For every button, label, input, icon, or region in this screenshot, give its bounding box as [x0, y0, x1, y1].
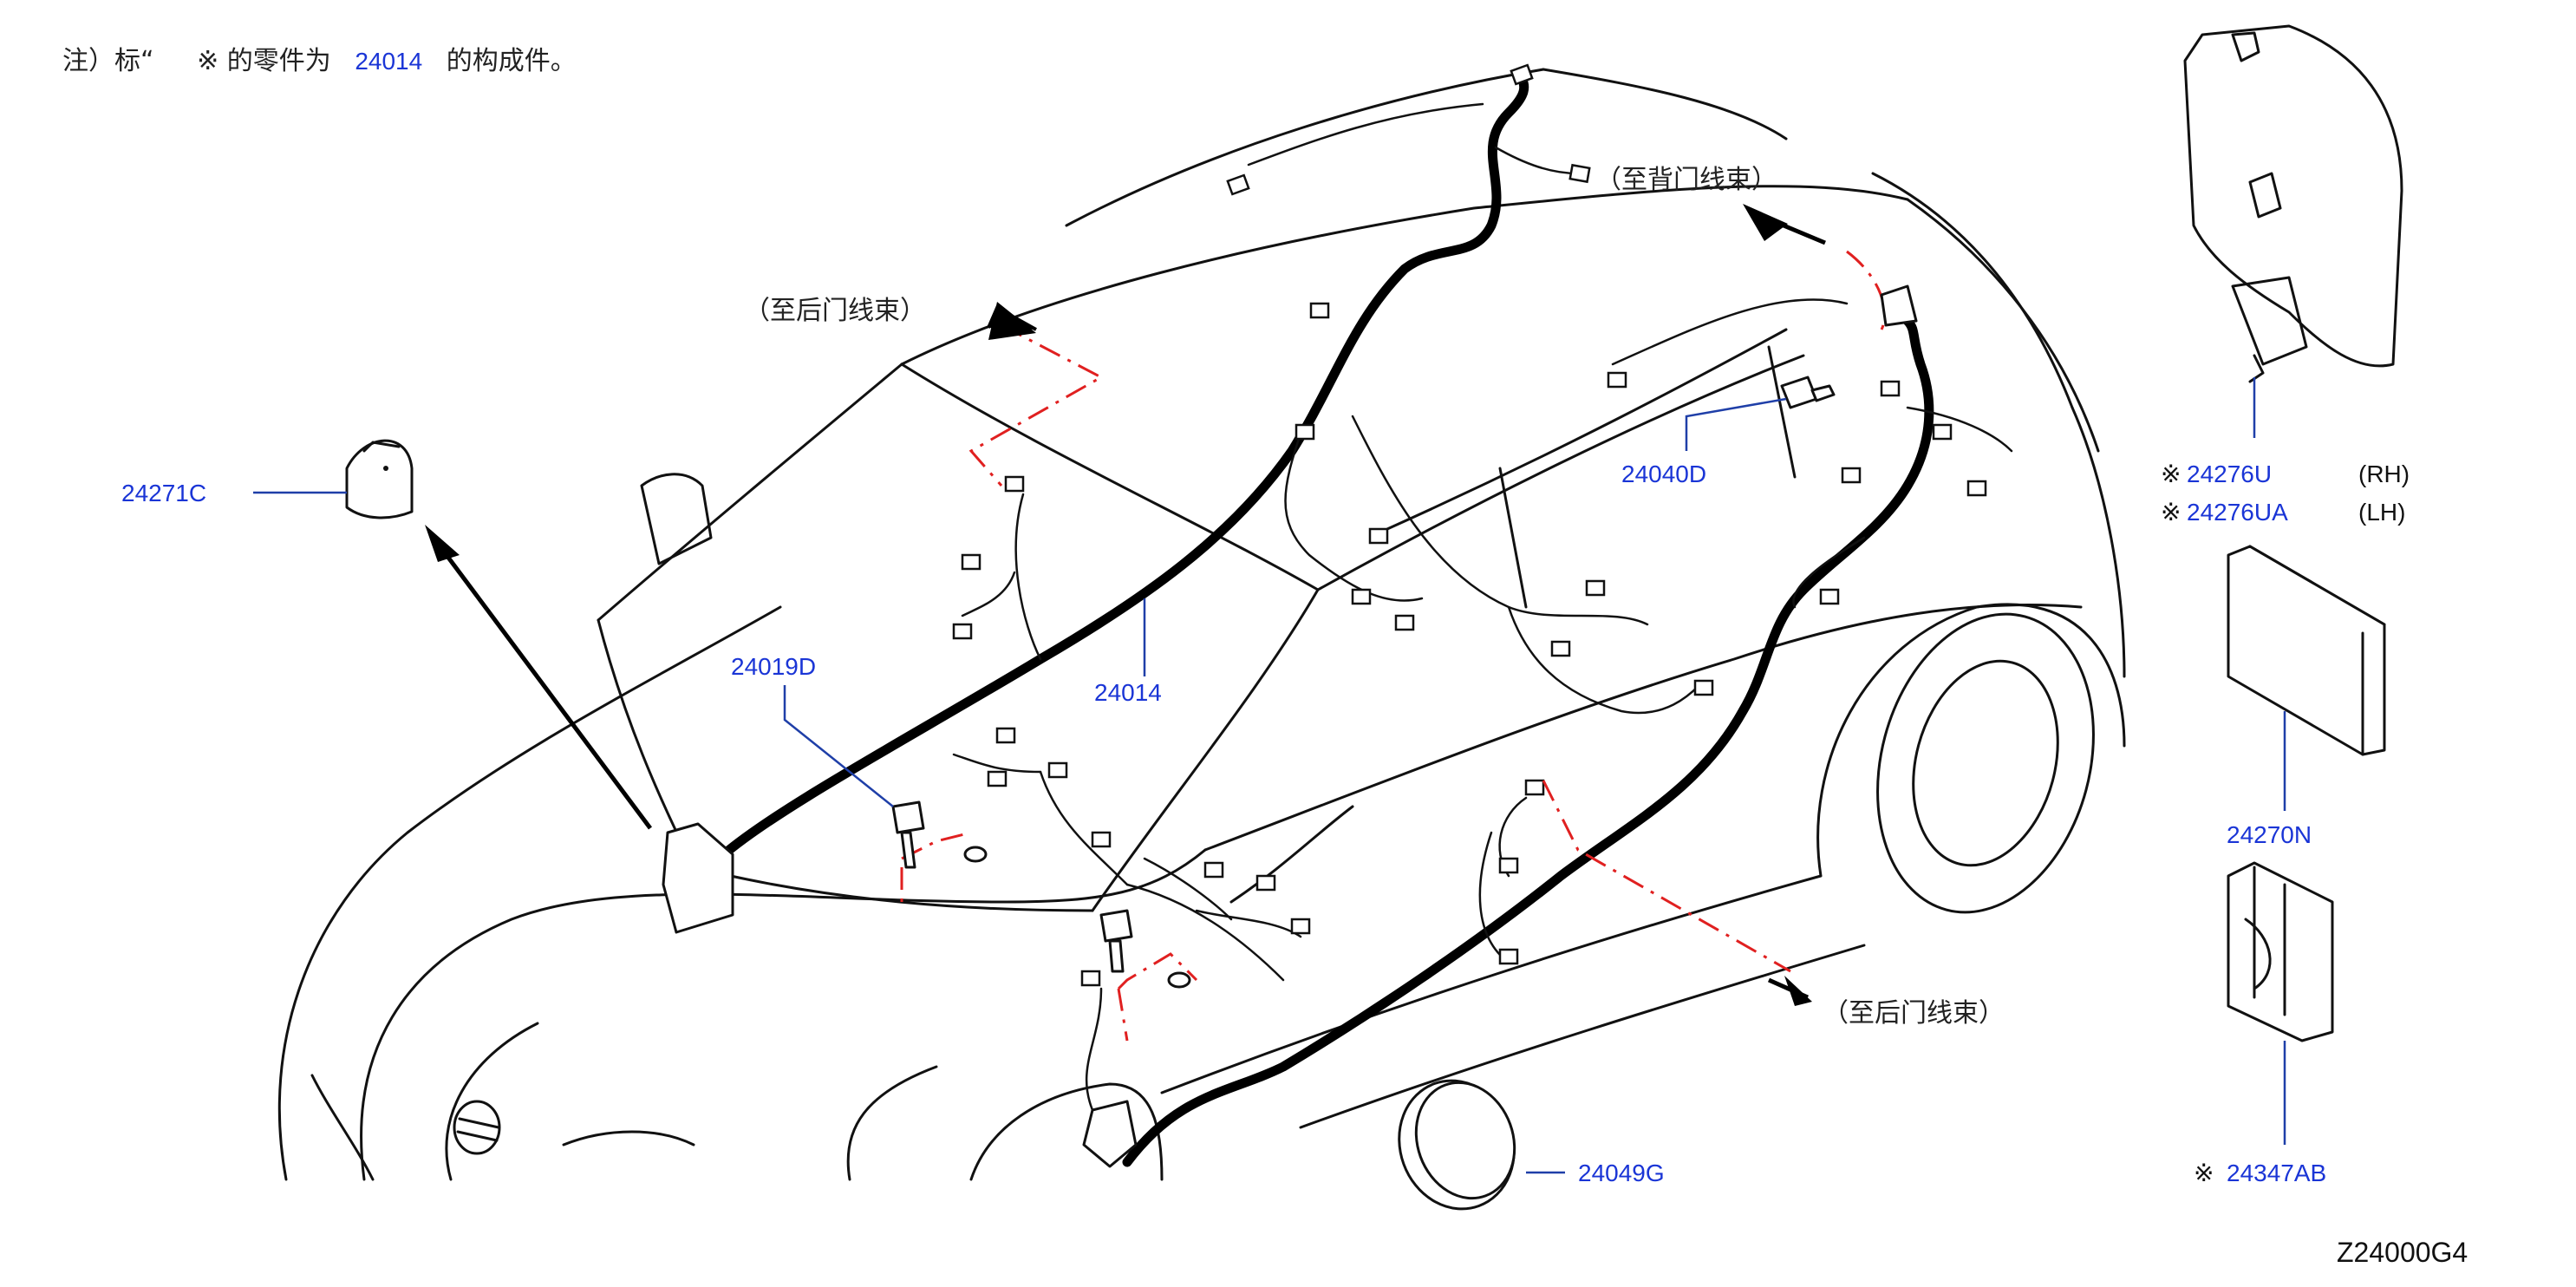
label-24014[interactable]: 24014 — [1094, 679, 1162, 706]
label-24276ua[interactable]: 24276UA — [2187, 499, 2288, 526]
arrow-back-door — [1772, 219, 1826, 245]
label-24271c[interactable]: 24271C — [121, 480, 206, 506]
direction-arrows — [425, 204, 1826, 1006]
arrow-24271c-pointer — [431, 536, 653, 830]
note-mark: ※ — [197, 46, 218, 76]
label-24019d[interactable]: 24019D — [731, 653, 816, 680]
dest-rear-door-lower: （至后门线束） — [1823, 998, 2005, 1029]
footnote: 注）标“ ※ 的零件为 24014 的构成件。 — [62, 46, 577, 76]
mark-24276u: ※ — [2161, 461, 2181, 487]
part-24271c-drawing — [345, 439, 414, 519]
label-24347ab[interactable]: 24347AB — [2227, 1160, 2326, 1186]
bolt-lower-shank — [1108, 939, 1125, 973]
arrow-head-24271c-icon — [425, 525, 460, 562]
label-24049g[interactable]: 24049G — [1578, 1160, 1665, 1186]
svg-text:注）标“ ※ 的零件为: 注）标“ ※ 的零件为 24014 的构成件。 — [62, 46, 577, 76]
small-parts — [662, 284, 1918, 1168]
diagram-code: Z24000G4 — [2337, 1237, 2468, 1268]
part-24347ab-drawing — [2227, 861, 2334, 1145]
side-rh: (RH) — [2358, 461, 2410, 487]
label-24270n[interactable]: 24270N — [2227, 821, 2312, 848]
bolt-24019d-washer — [963, 846, 988, 863]
label-24276u[interactable]: 24276U — [2187, 461, 2272, 487]
leader-lines — [253, 397, 1787, 1174]
part-24276u-drawing — [2183, 24, 2403, 438]
bolt-24019d-head — [891, 800, 925, 834]
part-labels: 24271C 24019D 24014 24040D 24049G ※ 2427… — [121, 461, 2410, 1186]
main-harness-24014[interactable] — [719, 73, 1934, 1167]
car-body-outline — [277, 68, 2126, 1181]
dest-back-door: （至背门线束） — [1595, 165, 1777, 195]
note-suffix: 的构成件。 — [447, 46, 577, 76]
mirror-module — [662, 822, 734, 934]
arrow-lower-rear-door — [1767, 977, 1810, 1000]
label-24040d[interactable]: 24040D — [1621, 461, 1706, 487]
bolt-lower-washer — [1167, 971, 1191, 989]
arrow-head-back-door-icon — [1743, 204, 1788, 241]
sub-wires — [952, 102, 2013, 1112]
connectors — [952, 63, 1987, 987]
rear-bracket — [1880, 284, 1918, 327]
part-24270n-drawing — [2227, 545, 2386, 811]
dest-rear-door-upper: （至后门线束） — [744, 296, 926, 326]
arrow-head-upper-rear-door-icon — [988, 302, 1036, 340]
bolt-24040d-head — [1780, 376, 1818, 409]
front-bracket — [1082, 1100, 1138, 1168]
mark-24347ab: ※ — [2194, 1160, 2214, 1186]
part-24049g-drawing — [1398, 1079, 1516, 1211]
note-prefix: 注）标“ — [62, 46, 154, 76]
note-middle: 的零件为 — [227, 46, 331, 76]
bolt-24040d-shank — [1810, 384, 1836, 402]
bolt-lower-head — [1099, 909, 1133, 943]
side-lh: (LH) — [2358, 499, 2405, 526]
bolt-24019d-shank — [900, 831, 916, 869]
destination-labels: （至后门线束） （至背门线束） （至后门线束） — [744, 165, 2005, 1029]
mark-24276ua: ※ — [2161, 499, 2181, 526]
note-ref-part[interactable]: 24014 — [355, 48, 422, 75]
direction-lines — [900, 250, 1887, 1042]
